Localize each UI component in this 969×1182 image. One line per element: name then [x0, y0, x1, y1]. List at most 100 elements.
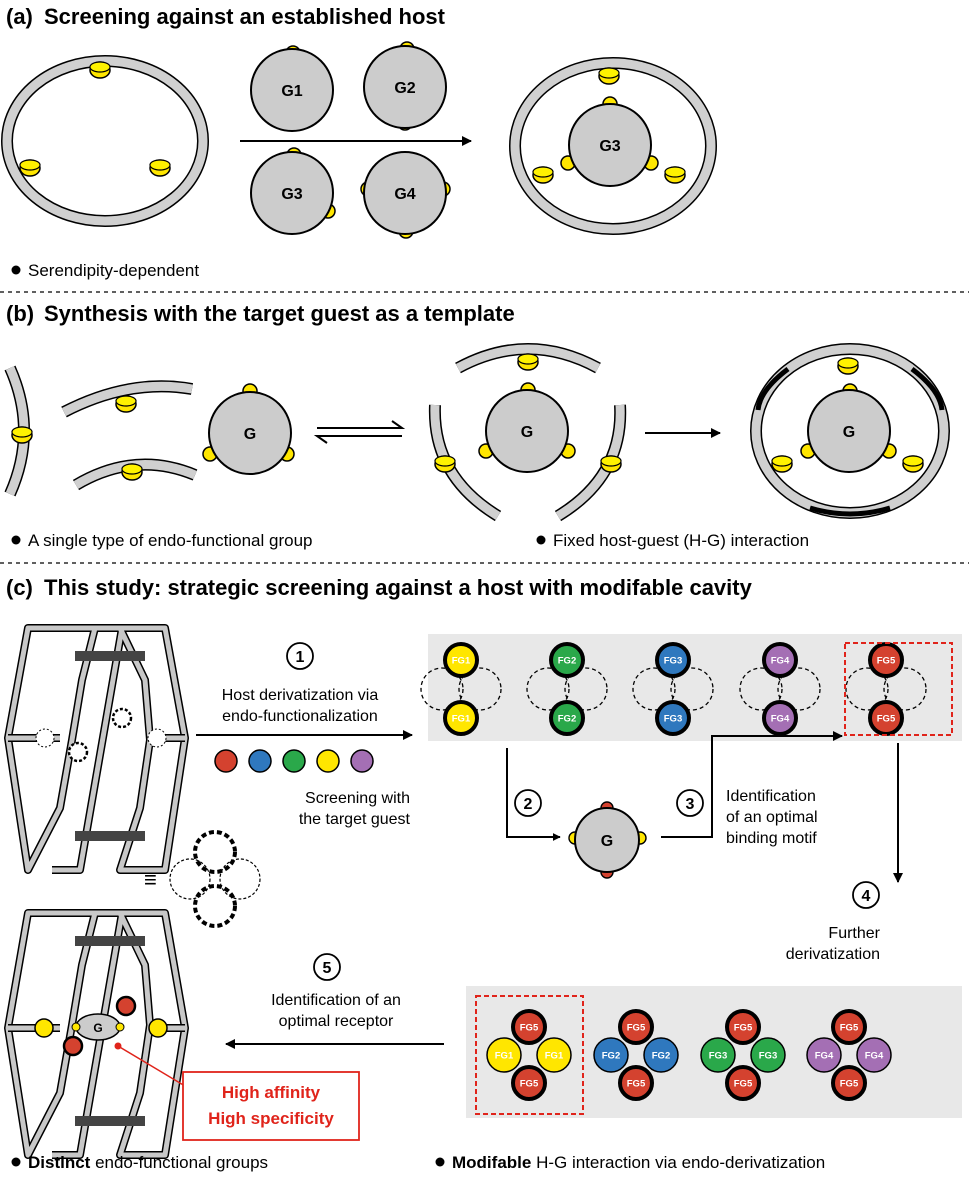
section-c-letter: (c): [6, 575, 33, 600]
functional-group-icon: [725, 1009, 761, 1045]
fg-label: FG4: [771, 656, 790, 667]
binding-site-icon: [517, 353, 539, 371]
templated-host-complex: G: [750, 343, 950, 519]
binding-site-icon: [600, 455, 622, 473]
fg-blue-icon: [248, 749, 272, 773]
binding-site-icon: [664, 166, 686, 184]
equivalence-symbol: ≡: [144, 867, 157, 892]
functional-group-icon: [762, 642, 798, 678]
functional-group-icon: [486, 1037, 522, 1073]
fg-label: FG3: [759, 1051, 777, 1062]
functional-group-icon: [806, 1037, 842, 1073]
functional-group-icon: [856, 1037, 892, 1073]
fg-label: FG2: [602, 1051, 620, 1062]
binding-site-icon: [149, 159, 171, 177]
binding-site-icon: [11, 426, 33, 444]
functional-group-icon: [618, 1009, 654, 1045]
binding-site-icon: [434, 455, 456, 473]
section-b-heading: Synthesis with the target guest as a tem…: [44, 301, 515, 326]
functional-group-icon: [511, 1009, 547, 1045]
step-badge: [514, 789, 542, 817]
step-number: 3: [686, 796, 695, 813]
guest-label: G4: [394, 186, 415, 203]
step-badge: [852, 881, 880, 909]
step4-text-1: Further: [828, 925, 880, 942]
step-number: 2: [524, 796, 533, 813]
guest-label: G2: [394, 80, 415, 97]
fg-label: FG2: [558, 656, 576, 667]
fg-label: FG2: [558, 714, 576, 725]
functional-group-icon: [725, 1065, 761, 1101]
optimal-receptor-complex: G: [4, 909, 189, 1159]
fg-label: FG1: [545, 1051, 564, 1062]
step-badge: [286, 642, 314, 670]
section-b: (b) Synthesis with the target guest as a…: [4, 301, 950, 550]
step4-text-2: derivatization: [786, 946, 880, 963]
guest-label: G1: [281, 83, 302, 100]
step5-text-2: optimal receptor: [279, 1013, 394, 1030]
bullet-modifiable: Modifable H-G interaction via endo-deriv…: [452, 1153, 825, 1172]
step3-text-2: of an optimal: [726, 809, 818, 826]
fg-label: FG5: [840, 1023, 859, 1034]
section-c: (c) This study: strategic screening agai…: [4, 575, 962, 1172]
guest-label: G: [843, 424, 855, 441]
target-guest: G: [568, 801, 647, 879]
fg-label: FG2: [652, 1051, 670, 1062]
functional-group-icon: [655, 700, 691, 736]
step-badge: [676, 789, 704, 817]
binding-site-icon: [89, 61, 111, 79]
fg-purple-icon: [350, 749, 374, 773]
fg-label: FG3: [664, 656, 682, 667]
section-c-heading: This study: strategic screening against …: [44, 575, 753, 600]
functional-group-icon: [643, 1037, 679, 1073]
section-a-heading: Screening against an established host: [44, 4, 446, 29]
equilibrium-arrows-icon: [313, 420, 406, 444]
guest-g3: G3: [250, 147, 336, 235]
functional-group-icon: [831, 1065, 867, 1101]
fg-label: FG5: [627, 1023, 646, 1034]
step3-text-3: binding motif: [726, 830, 817, 847]
section-a-letter: (a): [6, 4, 33, 29]
guest-label: G3: [599, 138, 620, 155]
fg-label: FG5: [734, 1079, 753, 1090]
step-number: 1: [296, 649, 305, 666]
guest-label: G: [601, 833, 613, 850]
guest-label: G: [521, 424, 533, 441]
binding-site-icon: [19, 159, 41, 177]
step1-text-1: Host derivatization via: [222, 687, 379, 704]
selected-motif-frame: [844, 642, 953, 736]
cavity-schematic-icon: [169, 830, 261, 928]
bullet-dot-icon: [536, 535, 546, 545]
section-a: (a) Screening against an established hos…: [1, 4, 717, 280]
step5-text-1: Identification of an: [271, 992, 401, 1009]
binding-site-icon: [121, 463, 143, 481]
functional-group-icon: [618, 1065, 654, 1101]
fg-label: FG5: [520, 1023, 539, 1034]
templated-intermediate: G: [428, 343, 627, 522]
fg-label: FG1: [495, 1051, 514, 1062]
bullet-dot-icon: [11, 265, 21, 275]
guest-g4: G4: [360, 151, 451, 239]
bullet-dot-icon: [11, 535, 21, 545]
fg-label: FG5: [627, 1079, 646, 1090]
section-b-letter: (b): [6, 301, 34, 326]
binding-site-icon: [598, 67, 620, 85]
fg-label: FG3: [709, 1051, 727, 1062]
bullet-single-type: A single type of endo-functional group: [28, 531, 312, 550]
fg-label: FG5: [734, 1023, 753, 1034]
fg-red-icon: [214, 749, 238, 773]
step3-text-1: Identification: [726, 788, 816, 805]
fg-label: FG1: [452, 656, 471, 667]
guest-label: G: [244, 426, 256, 443]
functional-group-icon: [700, 1037, 736, 1073]
